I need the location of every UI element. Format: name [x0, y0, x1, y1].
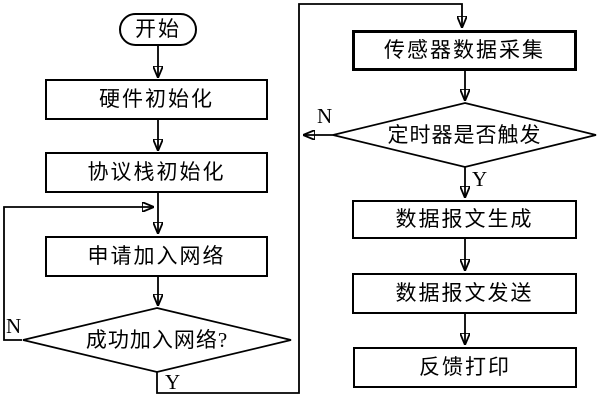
node-join-check-label: 成功加入网络? — [85, 327, 229, 352]
node-join-network: 申请加入网络 — [45, 236, 268, 277]
node-stack-init: 协议栈初始化 — [45, 152, 268, 193]
edge-joincheck-yes-sensor — [156, 3, 462, 394]
join-check-diamond-shape — [22, 307, 292, 373]
timer-check-diamond-shape — [332, 102, 597, 168]
node-packet-send: 数据报文发送 — [352, 273, 577, 314]
node-packet-generate: 数据报文生成 — [352, 200, 577, 239]
node-timer-check-label: 定时器是否触发 — [387, 122, 542, 147]
edge-label-timer-check-yes: Y — [472, 167, 488, 191]
edge-joincheck-no-loop — [3, 207, 153, 341]
edge-label-join-check-yes: Y — [165, 370, 181, 394]
node-hw-init: 硬件初始化 — [45, 79, 268, 120]
node-start: 开始 — [119, 13, 197, 46]
edge-label-timer-check-no: N — [317, 104, 333, 128]
node-feedback-print: 反馈打印 — [353, 347, 577, 388]
edge-label-join-check-no: N — [6, 314, 22, 338]
node-sensor-collect: 传感器数据采集 — [352, 30, 577, 71]
